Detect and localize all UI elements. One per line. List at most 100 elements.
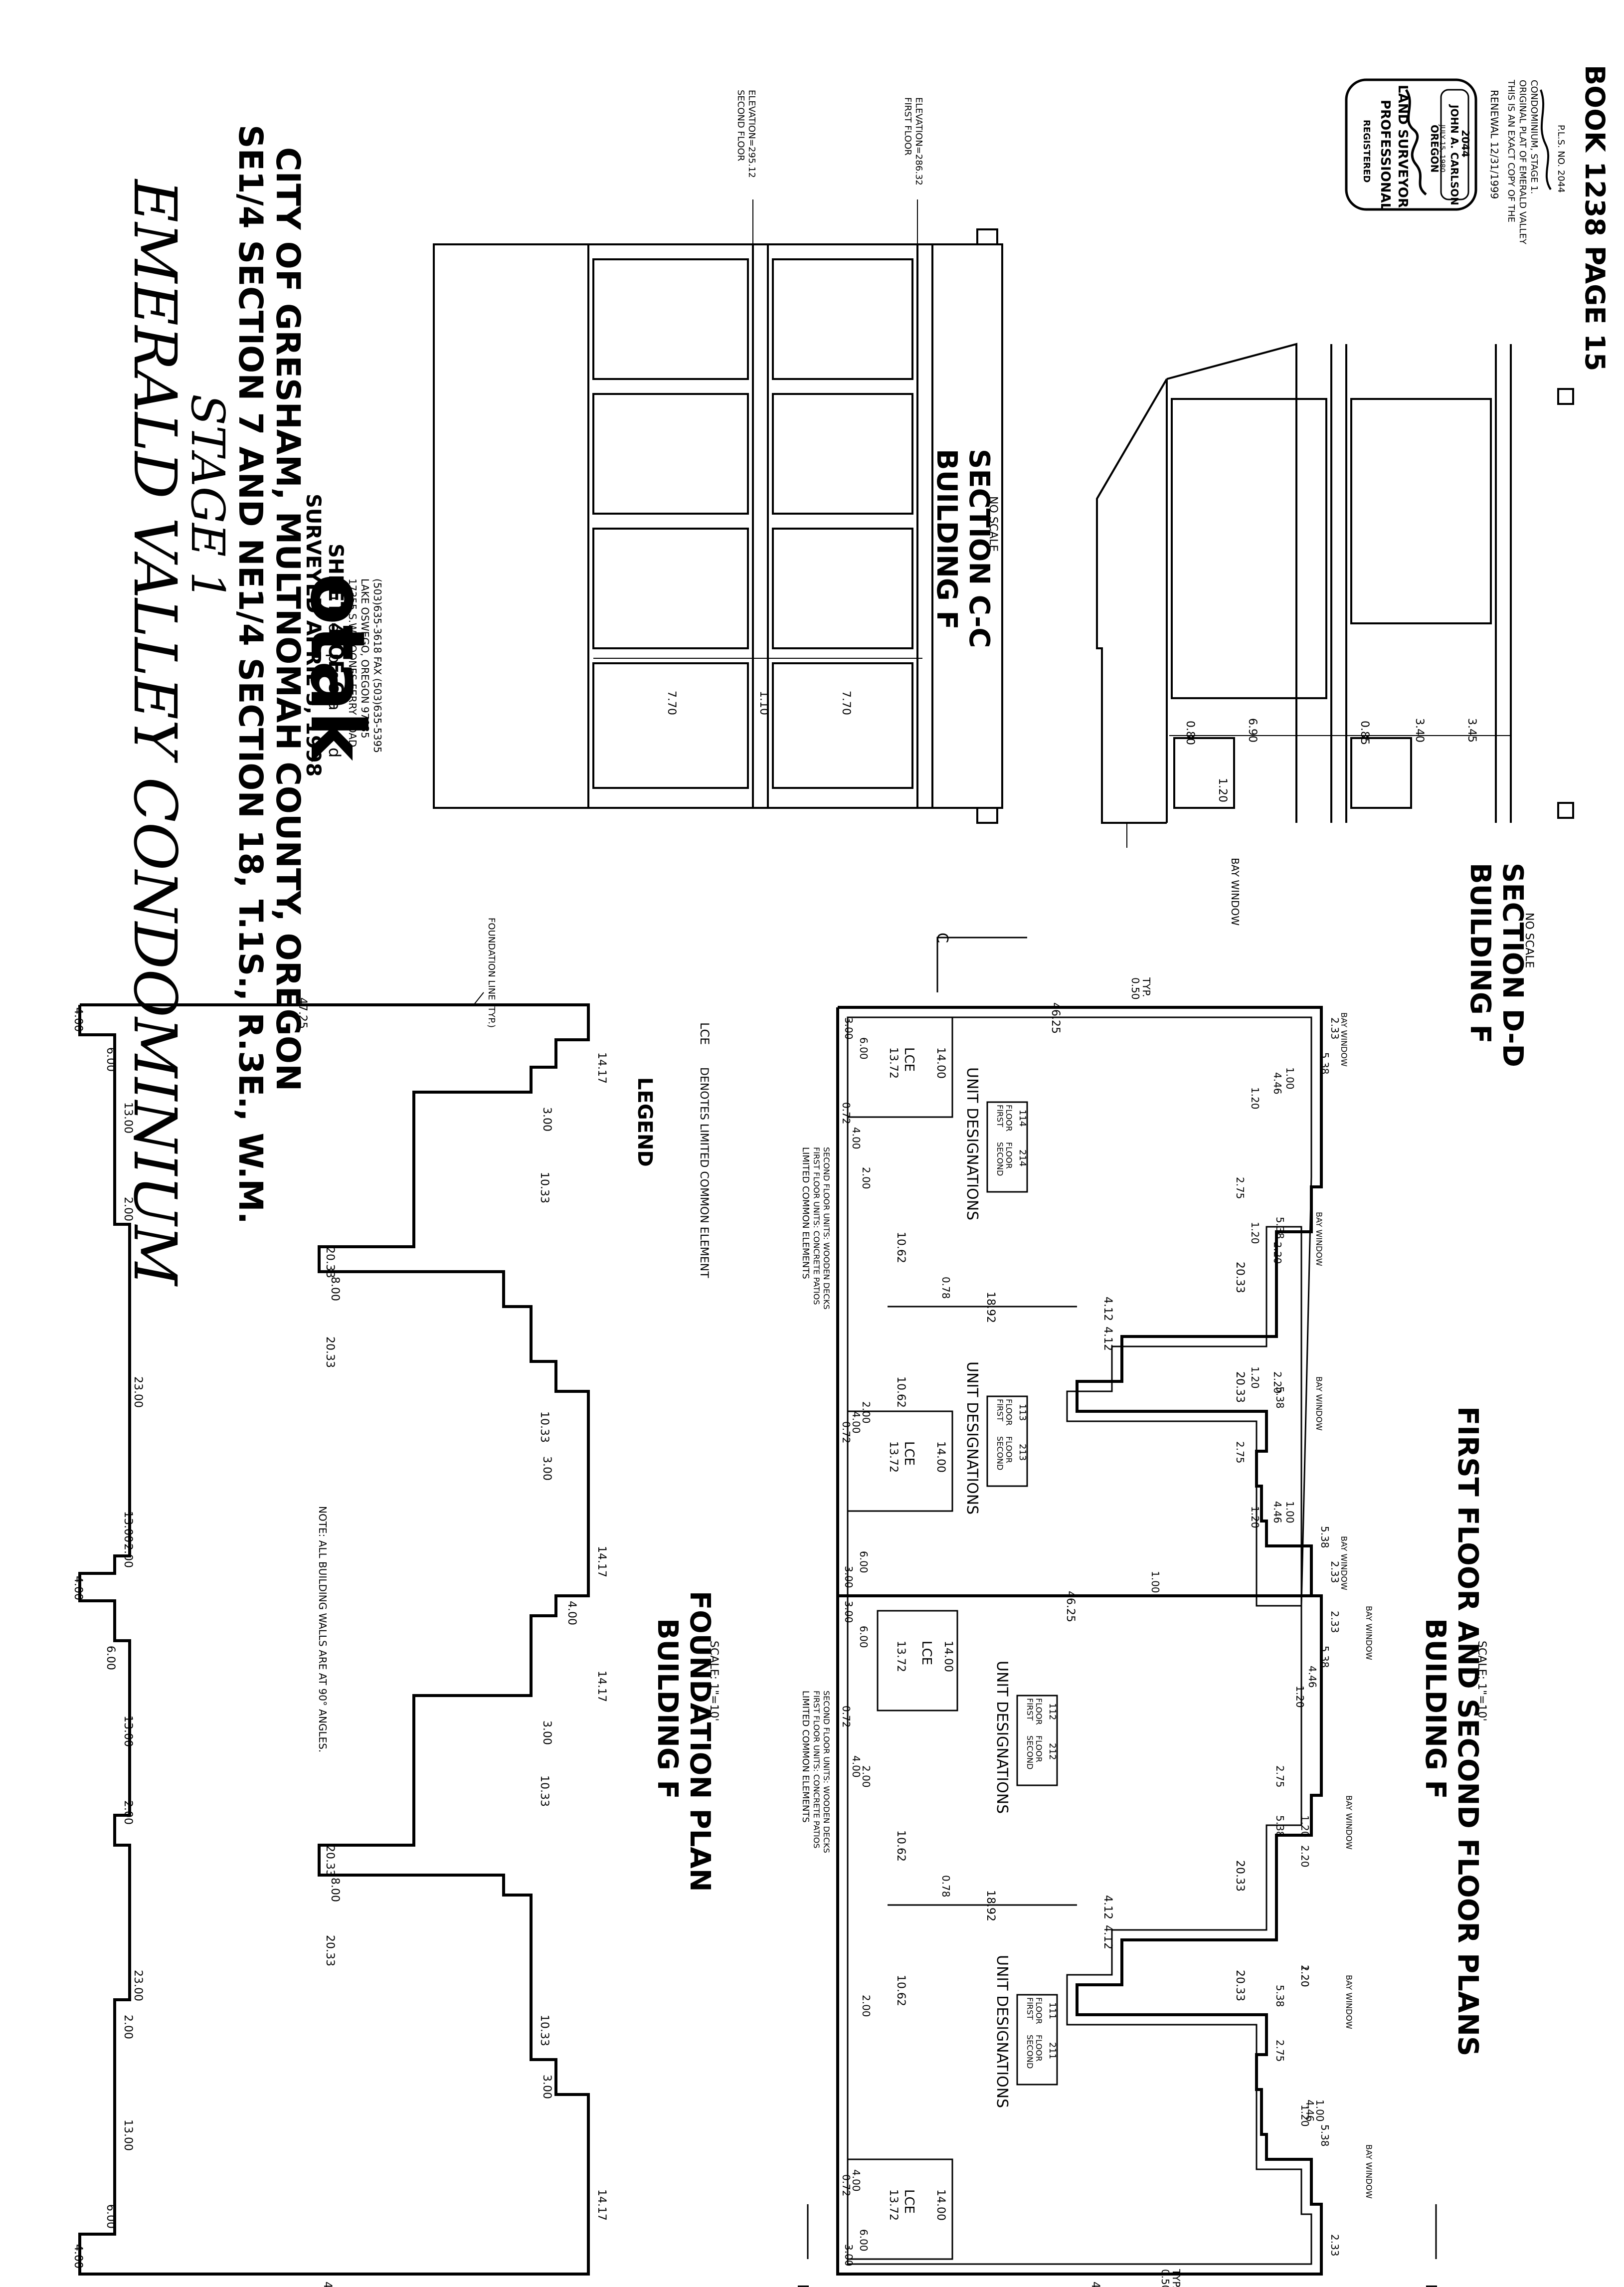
section-dd	[1096, 343, 1574, 848]
foundation-title: BUILDING F	[651, 1618, 684, 1799]
dd-dim-340: 3.40	[1413, 718, 1426, 743]
fp-dim-4625-c: 46.25	[1089, 2282, 1101, 2287]
firm-address1: 17355 S.W. BOONES FERRY ROAD	[347, 578, 359, 747]
unit-table-floor-label: FLOOR	[1004, 1105, 1014, 1132]
dd-dim-120: 1.20	[1216, 778, 1229, 802]
fdn-dim-4725-top: 47.25	[296, 997, 309, 1029]
unit-table-content-3: FIRST FLOOR SECOND FLOOR 112 212	[1025, 1698, 1058, 1769]
fdn-dim-200-4: 2.00	[122, 2015, 134, 2039]
fdn-dim-1033-4: 10.33	[538, 2015, 550, 2046]
lce-box-3	[877, 1610, 958, 1712]
fp-dim-538-2: 5.38	[1274, 1217, 1286, 1239]
fp-dim-1400-2: 14.00	[934, 1441, 947, 1473]
unit-table-content-1: FIRST FLOOR SECOND FLOOR 114 214	[995, 1105, 1028, 1176]
foundation-note: NOTE: ALL BUILDING WALLS ARE AT 90° ANGL…	[317, 1506, 329, 1752]
fp-dim-1372-3: 13.72	[895, 1641, 907, 1672]
fp-dim-200-3: 2.00	[860, 1765, 872, 1788]
bay-window-6: BAY WINDOW	[1344, 1795, 1354, 1850]
fp-dim-538-5: 5.38	[1319, 1646, 1331, 1668]
unit-designations-3: UNIT DESIGNATIONS	[993, 1661, 1011, 1814]
foundation-line-label: FOUNDATION LINE (TYP.)	[486, 918, 497, 1028]
cc-window-2b	[772, 393, 913, 515]
fp-dim-1062-3: 10.62	[895, 1830, 907, 1862]
fdn-dim-1033-1: 10.33	[538, 1172, 550, 1203]
foundation-line-leader	[473, 992, 484, 1005]
fp-dim-600-3: 6.00	[858, 1626, 870, 1648]
dd-dim-690: 6.90	[1246, 718, 1259, 743]
fdn-dim-600-2: 6.00	[104, 1646, 117, 1670]
fdn-dim-1417-1: 14.17	[595, 1052, 608, 1084]
section-c-top: C	[933, 933, 951, 943]
book-page: BOOK 1238 PAGE 15	[1579, 65, 1611, 371]
firm-logo: otak Incorporated 17355 S.W. BOONES FERR…	[294, 573, 383, 764]
cert-line1: THIS IS AN EXACT COPY OF THE	[1506, 79, 1516, 222]
surveyed-date: SURVEYED APRIL 3, 1998	[302, 494, 325, 776]
cc-window-1c	[592, 528, 749, 649]
lce-box-4	[847, 2158, 953, 2260]
cc-window-2d	[772, 662, 913, 789]
unit-table-floor2-label: FLOOR	[1004, 1142, 1014, 1169]
dd-footing-top	[1557, 388, 1574, 405]
foundation-scale: SCALE: 1"=10'	[708, 1641, 720, 1721]
unit-first-111: 111	[1047, 2002, 1058, 2019]
cert-line2: ORIGINAL PLAT OF EMERALD VALLEY	[1517, 80, 1528, 245]
fp-dim-200-2: 2.00	[860, 1401, 872, 1424]
floor-plan-labels: C C D D 0.50 TYP. 0.50 TYP. LIMITED COMM…	[794, 933, 1488, 2287]
fdn-dim-400-3: 4.00	[72, 2244, 84, 2269]
fp-dim-1062-2: 10.62	[895, 1376, 907, 1408]
surveyor-stamp: REGISTERED PROFESSIONAL LAND SURVEYOR OR…	[1345, 78, 1566, 245]
lce-label-1: LCE	[902, 1047, 916, 1072]
unit-table-floor-label: FLOOR	[1034, 1698, 1044, 1725]
fp-dim-1892-1: 18.92	[984, 1292, 997, 1323]
unit-designations-1: UNIT DESIGNATIONS	[963, 1067, 981, 1220]
fp-dim-538-8: 5.38	[1319, 2124, 1331, 2147]
fdn-dim-4725-bottom: 47.25	[321, 2282, 334, 2287]
sheet-number: SHEET 4 OF 6	[324, 544, 347, 695]
fp-dim-100-2: 1.00	[1149, 1571, 1161, 1593]
fp-dim-4625-a: 46.25	[1049, 1002, 1062, 1034]
stamp-land-surveyor: LAND SURVEYOR	[1395, 85, 1410, 208]
fp-dim-600-2: 6.00	[858, 1551, 870, 1573]
fp-dim-412-3: 4.12	[1101, 1895, 1114, 1919]
cc-outline	[433, 243, 1003, 809]
typ-label-top: TYP.	[1140, 977, 1152, 997]
fp-dim-072-4: 0.72	[840, 2174, 852, 2197]
bay-window-2: BAY WINDOW	[1314, 1212, 1324, 1266]
location-line2: CITY OF GRESHAM, MULTNOMAH COUNTY, OREGO…	[269, 147, 307, 1091]
fp-dim-538-7: 5.38	[1274, 1985, 1286, 2007]
fp-dim-600-4: 6.00	[858, 2229, 870, 2252]
cc-first-floor-label1: FIRST FLOOR	[902, 97, 913, 156]
unit-table-content-4: FIRST FLOOR SECOND FLOOR 111 211	[1025, 1997, 1058, 2069]
bay-window-8: BAY WINDOW	[1364, 2144, 1374, 2199]
lce-label-4: LCE	[902, 2189, 916, 2214]
fp-dim-100-3: 1.00	[1284, 1501, 1296, 1524]
fp-dim-220-2: 2.20	[1271, 1371, 1283, 1394]
fp-dim-120-2: 1.20	[1249, 1222, 1261, 1244]
fdn-dim-2033-2: 20.33	[324, 1336, 336, 1368]
stamp-professional: PROFESSIONAL	[1378, 100, 1393, 211]
fp-dim-446-2: 4.46	[1271, 1501, 1283, 1524]
dd-footing-bottom	[1557, 802, 1574, 819]
dd-roof	[1166, 343, 1297, 823]
fp-dim-220-3: 2.20	[1299, 1845, 1311, 1868]
fp-dim-2033-4: 20.33	[1234, 1970, 1246, 2001]
typ-value-top: 0.50	[1129, 977, 1141, 1000]
unit-designations-4: UNIT DESIGNATIONS	[993, 1955, 1011, 2108]
unit-table-floor-label: FLOOR	[1034, 1997, 1044, 2024]
unit-second-213: 213	[1017, 1444, 1028, 1461]
section-d-right: D	[1422, 2284, 1440, 2287]
fp-dim-400-1: 4.00	[850, 1127, 862, 1149]
lce-note1-top: LIMITED COMMON ELEMENTS	[800, 1147, 811, 1279]
typ-value-bottom: 0.50	[1159, 2269, 1171, 2287]
cc-dim-c: 7.70	[840, 691, 852, 715]
fdn-dim-1417-4: 14.17	[595, 2189, 608, 2221]
fp-dim-300-1: 3.00	[843, 1017, 855, 1040]
unit-table-content-2: FIRST FLOOR SECOND FLOOR 113 213	[995, 1399, 1028, 1470]
cc-window-1b	[592, 393, 749, 515]
fp-dim-2033-2: 20.33	[1234, 1371, 1246, 1403]
unit-table-second-label: SECOND	[995, 1436, 1005, 1470]
fdn-dim-1300-1: 13.00	[122, 1102, 134, 1134]
fdn-dim-2300-2: 23.00	[132, 1970, 144, 2001]
cc-first-floor-label2: ELEVATION=286.32	[913, 97, 924, 186]
foundation-outline	[78, 1003, 590, 2276]
